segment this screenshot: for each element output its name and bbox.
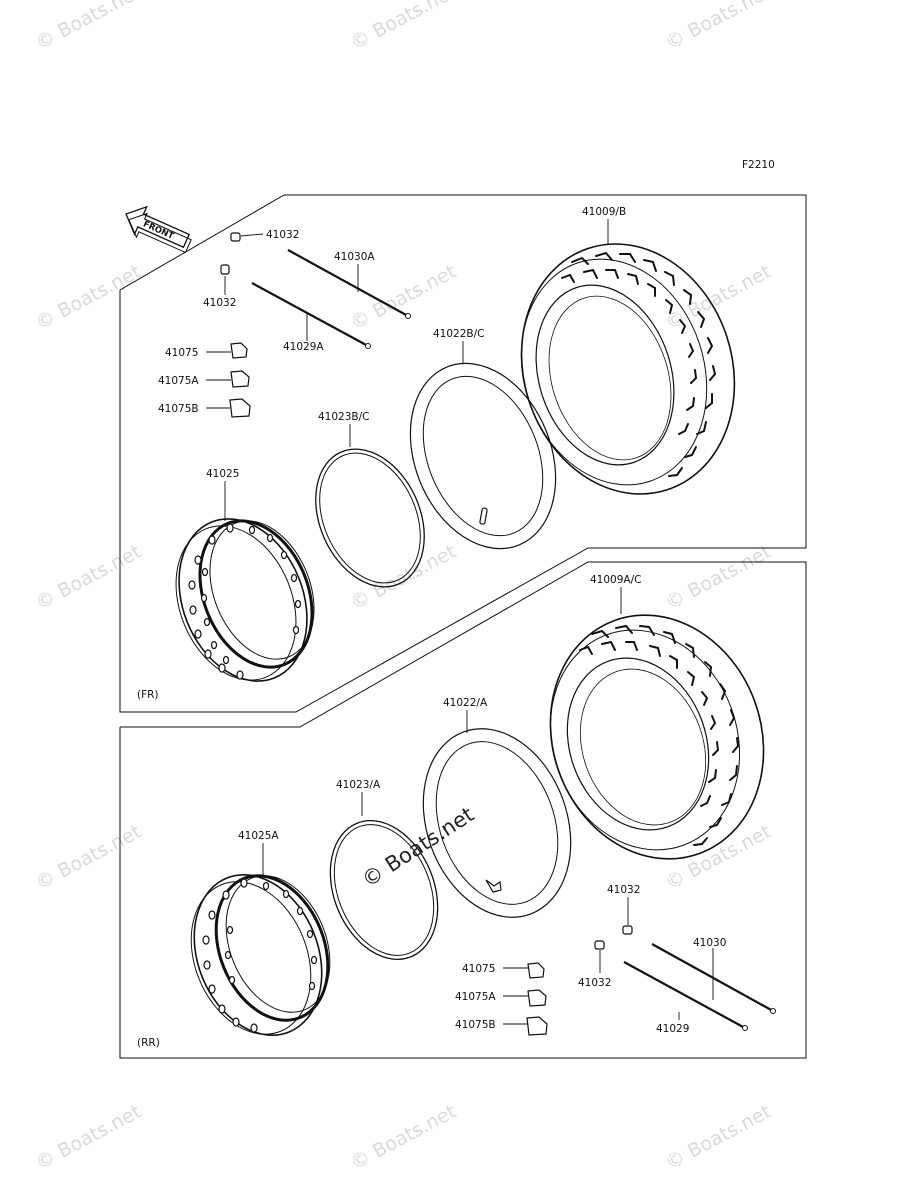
label-front-nipple-left: 41032 — [203, 297, 236, 309]
watermark: © Boats.net — [347, 0, 460, 54]
label-front-weight-b: 41075B — [158, 403, 199, 415]
figure-code: F2210 — [742, 159, 775, 171]
watermarks: © Boats.net © Boats.net © Boats.net © Bo… — [32, 0, 775, 1174]
watermark: © Boats.net — [32, 0, 145, 54]
label-rear-weight-a: 41075A — [455, 991, 496, 1003]
watermark: © Boats.net — [662, 261, 775, 335]
front-spokes — [251, 249, 411, 349]
watermark-center: © Boats.net — [358, 802, 479, 892]
watermark: © Boats.net — [662, 541, 775, 615]
rear-rim-band — [329, 820, 439, 960]
label-front-rim-band: 41023B/C — [318, 411, 369, 423]
front-weights — [229, 342, 251, 418]
rear-tire — [549, 614, 765, 860]
label-front-tube: 41022B/C — [433, 328, 484, 340]
watermark: © Boats.net — [662, 0, 775, 54]
front-arrow-icon: FRONT — [125, 205, 192, 254]
front-nipples — [220, 232, 241, 275]
label-front-weight-a: 41075A — [158, 375, 199, 387]
watermark: © Boats.net — [347, 261, 460, 335]
frame-lines — [119, 194, 807, 1059]
label-front-weight: 41075 — [165, 347, 198, 359]
rear-tube — [422, 728, 572, 918]
front-tube — [409, 362, 557, 550]
label-rear-spoke-b: 41029 — [656, 1023, 689, 1035]
watermark: © Boats.net — [32, 541, 145, 615]
rear-nipples — [594, 925, 633, 950]
watermark: © Boats.net — [32, 261, 145, 335]
label-rear-tube: 41022/A — [443, 697, 488, 709]
label-rear-nipple-left: 41032 — [578, 977, 611, 989]
front-rim-band — [315, 448, 425, 588]
label-rear-nipple-top: 41032 — [607, 884, 640, 896]
section-label-front: (FR) — [137, 689, 159, 701]
watermark: © Boats.net — [662, 1101, 775, 1175]
front-rim — [175, 518, 315, 682]
label-rear-weight-b: 41075B — [455, 1019, 496, 1031]
rear-rim — [190, 874, 331, 1036]
rear-leader-lines — [262, 587, 714, 1025]
watermark: © Boats.net — [347, 1101, 460, 1175]
watermark: © Boats.net — [662, 821, 775, 895]
rear-spokes — [623, 943, 776, 1031]
label-rear-tire: 41009A/C — [590, 574, 641, 586]
front-leader-lines — [206, 219, 609, 521]
label-rear-weight: 41075 — [462, 963, 495, 975]
label-front-spoke-a: 41030A — [334, 251, 375, 263]
label-front-spoke-b: 41029A — [283, 341, 324, 353]
watermark: © Boats.net — [32, 821, 145, 895]
label-rear-spoke-a: 41030 — [693, 937, 726, 949]
label-front-rim: 41025 — [206, 468, 239, 480]
front-tire — [520, 243, 736, 495]
label-rear-rim-band: 41023/A — [336, 779, 381, 791]
label-front-tire: 41009/B — [582, 206, 626, 218]
label-rear-rim: 41025A — [238, 830, 279, 842]
section-label-rear: (RR) — [137, 1037, 160, 1049]
label-front-nipple-top: 41032 — [266, 229, 299, 241]
rear-weights — [526, 962, 548, 1036]
watermark: © Boats.net — [32, 1101, 145, 1175]
